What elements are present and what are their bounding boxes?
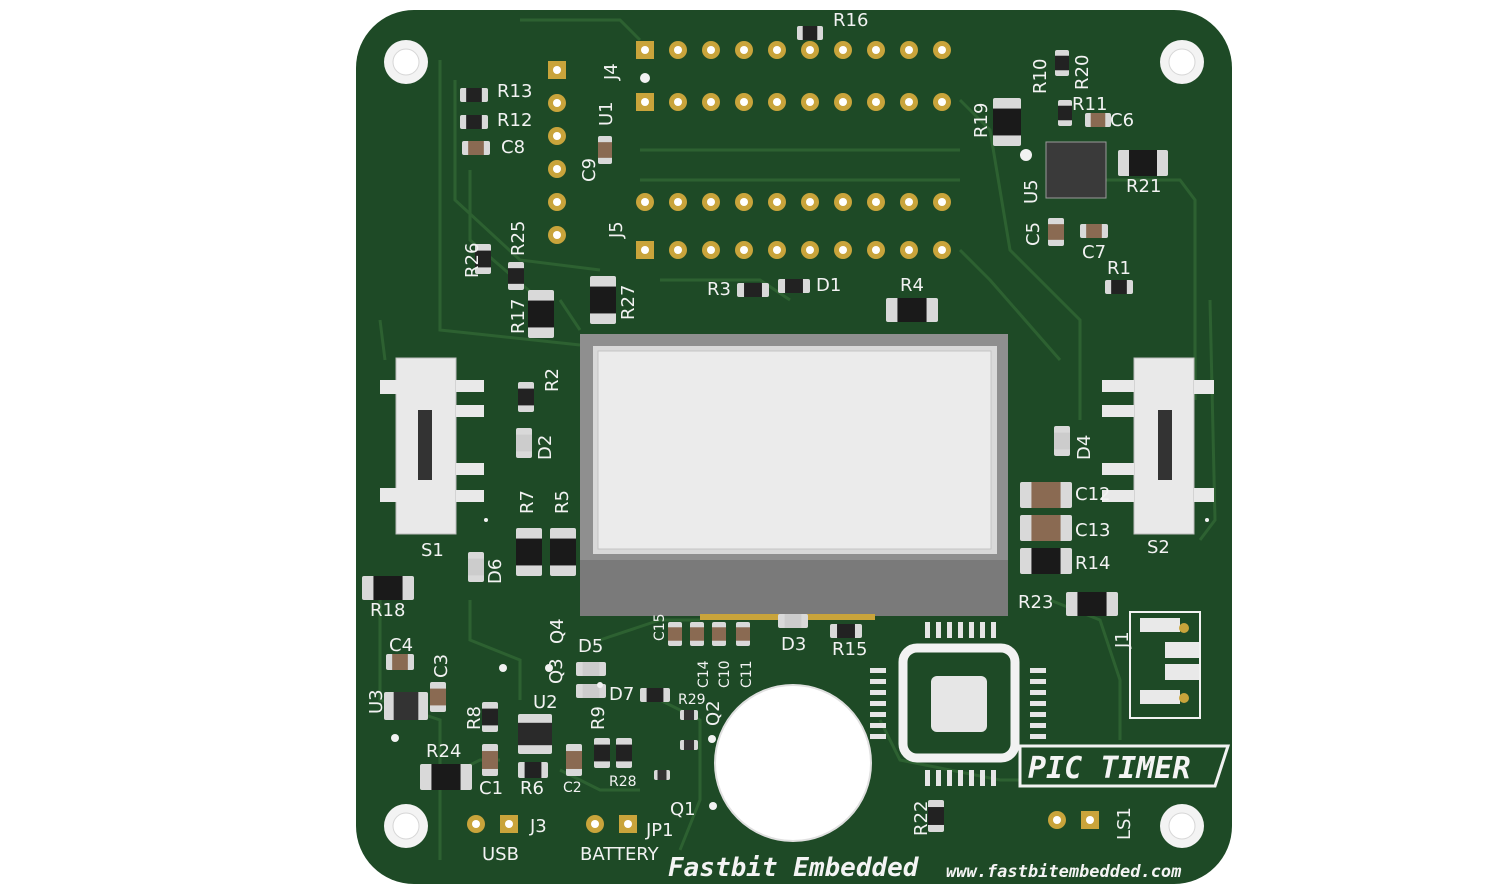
mounting-holes: [384, 40, 1204, 848]
coin-cell: [714, 684, 872, 842]
label-j1: J1: [1112, 631, 1133, 649]
label-r16: R16: [833, 10, 868, 31]
label-battery: BATTERY: [580, 844, 660, 865]
label-r15: R15: [832, 639, 867, 660]
label-r19: R19: [971, 103, 992, 138]
label-c13: C13: [1075, 520, 1110, 541]
label-u2: U2: [533, 692, 558, 713]
label-q4: Q4: [547, 618, 568, 644]
label-r2: R2: [542, 368, 563, 392]
usb-connector-j1: [1129, 611, 1201, 719]
label-r24: R24: [426, 741, 461, 762]
label-r17: R17: [508, 299, 529, 334]
label-r14: R14: [1075, 553, 1110, 574]
label-r18: R18: [370, 600, 405, 621]
label-r21: R21: [1126, 176, 1161, 197]
label-r5: R5: [552, 490, 573, 514]
label-r23: R23: [1018, 592, 1053, 613]
label-s2: S2: [1147, 537, 1170, 558]
header-j5: [636, 193, 951, 259]
label-r28: R28: [609, 774, 637, 790]
label-r20: R20: [1072, 55, 1093, 90]
label-r7: R7: [517, 490, 538, 514]
label-r26: R26: [462, 243, 483, 278]
label-c14: C14: [696, 660, 712, 688]
label-d1: D1: [816, 275, 841, 296]
label-c8: C8: [501, 137, 525, 158]
label-u3: U3: [366, 689, 387, 714]
label-q2: Q2: [703, 700, 724, 726]
label-d7: D7: [609, 684, 634, 705]
label-q1: Q1: [670, 799, 696, 820]
brand-name: Fastbit Embedded: [668, 853, 920, 883]
label-r1: R1: [1107, 258, 1131, 279]
header-j4: [636, 41, 951, 111]
label-r11: R11: [1072, 94, 1107, 115]
label-c4: C4: [389, 635, 413, 656]
qfn-pads: [870, 622, 1046, 786]
label-c10: C10: [717, 660, 733, 688]
label-u1: U1: [596, 101, 617, 126]
label-r3: R3: [707, 279, 731, 300]
qfn-footprint: [898, 643, 1020, 763]
label-c3: C3: [431, 654, 452, 678]
label-c1: C1: [479, 778, 503, 799]
label-r8: R8: [464, 706, 485, 730]
pin1-markers: [391, 73, 1209, 810]
label-d3: D3: [781, 634, 806, 655]
label-jp1: JP1: [645, 820, 674, 841]
label-usb: USB: [482, 844, 519, 865]
label-j5: J5: [606, 221, 627, 239]
silkscreen-labels: R16 R13 R12 C8 R11 C6 R21 C7 R1 R3 D1 R4…: [366, 10, 1191, 883]
label-r4: R4: [900, 275, 924, 296]
label-c11: C11: [739, 660, 755, 688]
label-r27: R27: [618, 285, 639, 320]
label-r9: R9: [588, 706, 609, 730]
label-d6: D6: [485, 559, 506, 584]
label-c15: C15: [652, 613, 668, 641]
chip-u5: [1045, 141, 1107, 199]
label-r6: R6: [520, 778, 544, 799]
label-d4: D4: [1074, 435, 1095, 460]
label-r25: R25: [508, 221, 529, 256]
label-c7: C7: [1082, 242, 1106, 263]
label-c9: C9: [579, 158, 600, 182]
lcd-display: [580, 334, 1008, 620]
label-c5: C5: [1023, 222, 1044, 246]
smd-parts: [362, 26, 1168, 832]
label-c12: C12: [1075, 484, 1110, 505]
title-box: [1018, 744, 1231, 788]
label-ls1: LS1: [1114, 807, 1135, 840]
label-r12: R12: [497, 110, 532, 131]
label-r29: R29: [678, 692, 706, 708]
label-r10: R10: [1030, 59, 1051, 94]
label-r22: R22: [911, 801, 932, 836]
header-u1: [548, 61, 566, 244]
through-hole-pads: [467, 811, 1099, 833]
label-c6: C6: [1110, 110, 1134, 131]
label-d2: D2: [535, 435, 556, 460]
label-j4: J4: [601, 63, 622, 81]
label-c2: C2: [563, 780, 582, 796]
label-s1: S1: [421, 540, 444, 561]
board-title: PIC TIMER: [1028, 751, 1191, 786]
label-r13: R13: [497, 81, 532, 102]
label-u5: U5: [1021, 179, 1042, 204]
label-j3: J3: [529, 816, 547, 837]
brand-url: www.fastbitembedded.com: [946, 862, 1182, 882]
label-d5: D5: [578, 636, 603, 657]
slide-switch-s2: [1102, 357, 1214, 535]
slide-switch-s1: [380, 357, 484, 535]
